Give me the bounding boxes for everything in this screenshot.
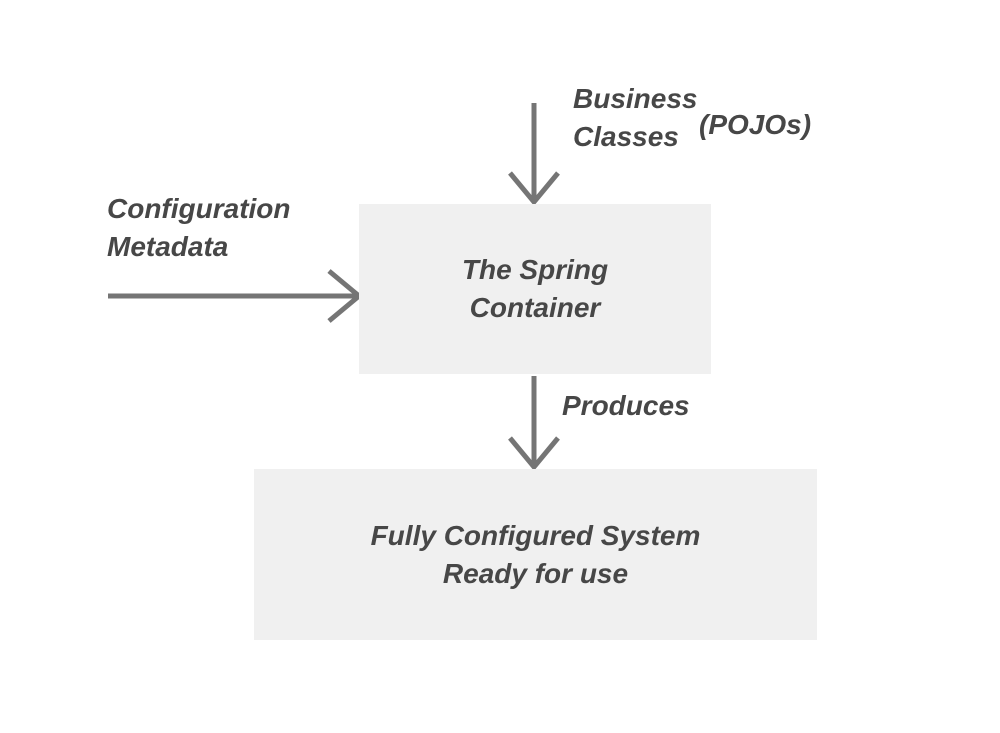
configuration-metadata-line2: Metadata	[107, 231, 229, 262]
configured-system-box: Fully Configured System Ready for use	[254, 469, 817, 640]
business-classes-arrow-icon	[508, 103, 560, 206]
business-classes-line2: Classes	[573, 121, 679, 152]
configuration-metadata-label: Configuration Metadata	[107, 190, 291, 266]
spring-container-line1: The Spring	[461, 254, 609, 285]
produces-text: Produces	[562, 390, 690, 421]
business-classes-line1: Business	[573, 83, 698, 114]
configured-system-line2: Ready for use	[442, 557, 629, 589]
spring-container-line2: Container	[469, 292, 601, 323]
produces-arrow-icon	[508, 376, 560, 471]
pojos-text: (POJOs)	[699, 109, 812, 140]
spring-container-box: The Spring Container	[359, 204, 711, 374]
configuration-metadata-line1: Configuration	[107, 193, 291, 224]
configuration-metadata-arrow-icon	[108, 269, 363, 323]
business-classes-label: Business Classes	[573, 80, 698, 156]
configured-system-line1: Fully Configured System	[370, 519, 701, 551]
pojos-label: (POJOs)	[699, 106, 811, 144]
produces-label: Produces	[562, 387, 690, 425]
